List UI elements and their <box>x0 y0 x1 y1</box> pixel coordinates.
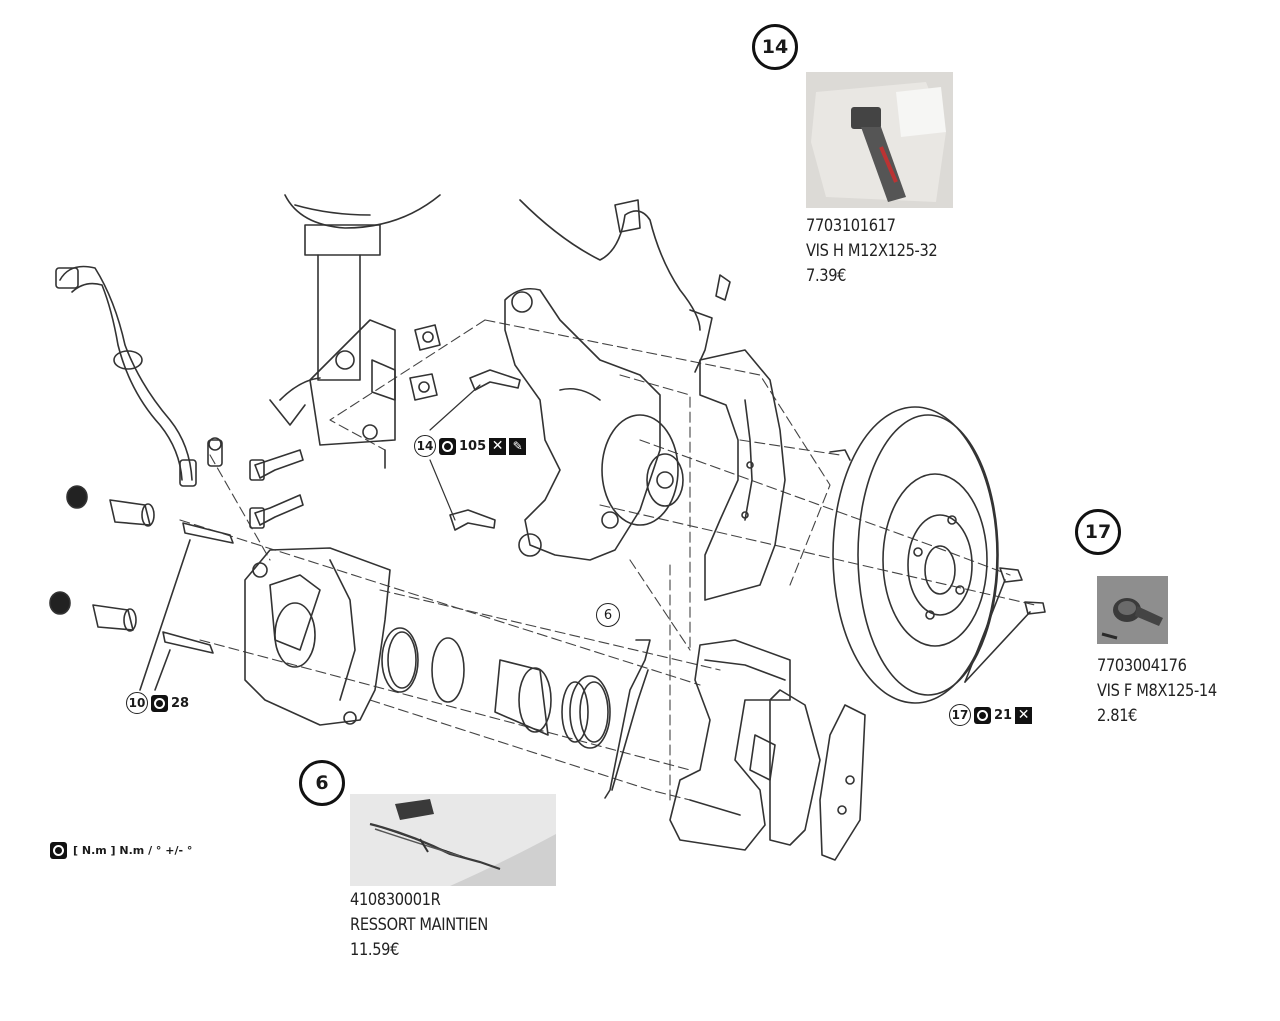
brake-pads <box>749 689 866 861</box>
lubricate-icon: ✎ <box>509 437 527 455</box>
ref-label-6: 6 <box>596 603 620 627</box>
torque-badge-14: 14 105 ✕ ✎ <box>414 435 527 457</box>
part-name: VIS H M12X125-32 <box>806 241 938 261</box>
spring-photo-image <box>350 794 556 886</box>
part-price: 7.39€ <box>806 266 847 286</box>
torque-value: 28 <box>171 695 190 711</box>
part-price: 2.81€ <box>1097 706 1138 726</box>
torque-legend: [ N.m ] N.m / ° +/- ° <box>50 842 192 859</box>
badge-number: 17 <box>949 704 971 726</box>
part-name: RESSORT MAINTIEN <box>350 915 488 935</box>
part-info-6: 410830001R RESSORT MAINTIEN 11.59€ <box>350 888 488 963</box>
part-reference: 7703101617 <box>806 216 896 236</box>
replace-part-icon: ✕ <box>1015 706 1033 724</box>
retaining-spring <box>604 639 651 799</box>
callout-6: 6 <box>299 760 345 806</box>
part-name: VIS F M8X125-14 <box>1097 681 1217 701</box>
photo-spring-6 <box>350 794 556 886</box>
part-price: 11.59€ <box>350 940 400 960</box>
brake-hose <box>55 265 223 487</box>
part-info-14: 7703101617 VIS H M12X125-32 7.39€ <box>806 214 938 289</box>
torque-badge-17: 17 21 ✕ <box>949 704 1033 726</box>
torque-wrench-icon <box>974 706 991 724</box>
guide-pins <box>49 485 234 691</box>
callout-leader-lines <box>429 384 481 521</box>
bolt-photo-image <box>806 72 953 208</box>
callout-14: 14 <box>752 24 798 70</box>
torque-wrench-icon <box>439 437 456 455</box>
legend-text: [ N.m ] N.m / ° +/- ° <box>73 844 193 857</box>
abs-sensor-cable <box>519 199 731 373</box>
caliper-bracket <box>669 639 791 851</box>
part-reference: 410830001R <box>350 890 441 910</box>
torque-value: 105 <box>459 438 487 454</box>
strut-assembly <box>269 194 441 469</box>
brake-caliper <box>244 547 391 726</box>
torque-badge-10: 10 28 <box>126 692 189 714</box>
part-info-17: 7703004176 VIS F M8X125-14 2.81€ <box>1097 654 1217 729</box>
assembly-guide-lines <box>179 319 1036 801</box>
dust-shield <box>699 349 851 601</box>
caliper-piston-set <box>381 627 611 749</box>
part-reference: 7703004176 <box>1097 656 1187 676</box>
torque-value: 21 <box>994 707 1013 723</box>
photo-screw-17 <box>1097 576 1168 644</box>
replace-part-icon: ✕ <box>489 437 507 455</box>
callout-17: 17 <box>1075 509 1121 555</box>
torque-wrench-icon <box>50 842 67 859</box>
brake-disc <box>832 406 1046 704</box>
steering-knuckle <box>504 287 684 561</box>
strut-bolts <box>249 324 521 531</box>
torque-wrench-icon <box>151 694 168 712</box>
badge-number: 10 <box>126 692 148 714</box>
screw-photo-image <box>1097 576 1168 644</box>
photo-bolt-14 <box>806 72 953 208</box>
badge-number: 14 <box>414 435 436 457</box>
